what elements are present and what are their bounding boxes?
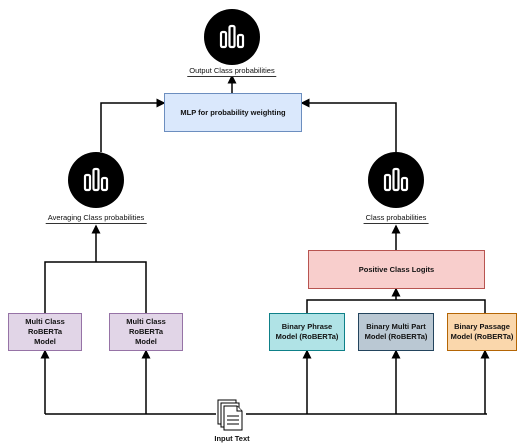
- document-icon: [216, 398, 246, 432]
- arrow-avg-to-mlp: [100, 98, 166, 152]
- arrow-cls-to-mlp: [300, 98, 397, 152]
- binary-phrase-model-box: Binary Phrase Model (RoBERTa): [269, 313, 345, 351]
- output-bar-chart-icon: [204, 9, 260, 65]
- binary-merge-line: [306, 299, 486, 313]
- multi-class-roberta-box-1: Multi Class RoBERTa Model: [8, 313, 82, 351]
- averaging-bar-chart-icon: [68, 152, 124, 208]
- averaging-class-probabilities-label: Averaging Class probabilities: [45, 213, 147, 224]
- class-bar-chart-icon: [368, 152, 424, 208]
- positive-class-logits-box: Positive Class Logits: [308, 250, 485, 289]
- input-text-label: Input Text: [214, 434, 250, 443]
- mlp-box: MLP for probability weighting: [164, 93, 302, 132]
- binary-passage-model-box: Binary Passage Model (RoBERTa): [447, 313, 517, 351]
- class-probabilities-label: Class probabilities: [363, 213, 429, 224]
- multi-class-roberta-box-2: Multi Class RoBERTa Model: [109, 313, 183, 351]
- output-class-probabilities-label: Output Class probabilities: [187, 66, 277, 77]
- binary-multi-part-model-box: Binary Multi Part Model (RoBERTa): [358, 313, 434, 351]
- multi-merge-line: [44, 261, 147, 313]
